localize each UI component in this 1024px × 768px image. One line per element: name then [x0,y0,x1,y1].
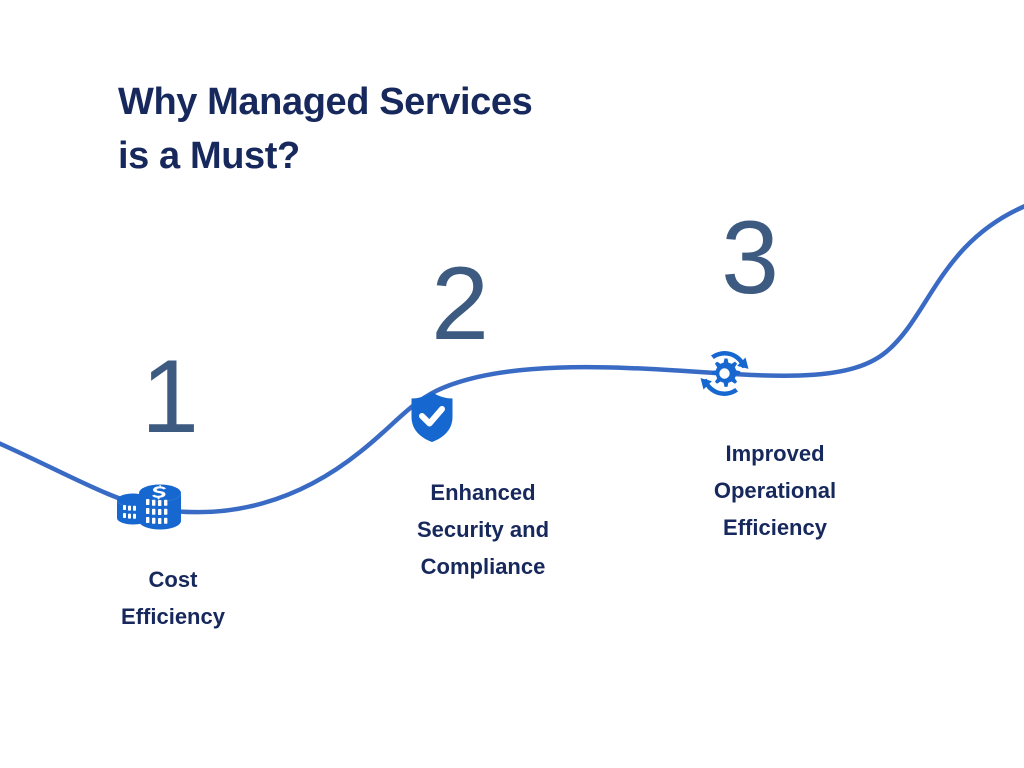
page-title-line-1: Why Managed Services [118,81,533,124]
step-label-2-line-3: Compliance [420,554,546,579]
step-label-2-line-2: Security and [416,517,550,542]
shield-check-icon [409,391,455,443]
page-title-line-2: is a Must? [118,135,300,178]
step-label-3-line-3: Efficiency [723,515,827,540]
coin-stack-icon [114,482,184,534]
step-label-1-line-1: Cost [148,567,198,592]
step-label-1: Cost Efficiency [43,561,303,635]
page-title: Why Managed Services is a Must? [118,75,718,183]
step-number-3: 3 [721,200,779,316]
step-label-2-line-1: Enhanced [430,480,536,505]
step-label-3-line-1: Improved [725,441,825,466]
step-label-1-line-2: Efficiency [121,604,225,629]
gear-refresh-icon [698,347,751,400]
step-label-2: Enhanced Security and Compliance [353,474,613,585]
step-label-3: Improved Operational Efficiency [645,435,905,546]
step-label-3-line-2: Operational [713,478,837,503]
step-number-2: 2 [431,246,489,362]
step-number-1: 1 [141,339,199,455]
